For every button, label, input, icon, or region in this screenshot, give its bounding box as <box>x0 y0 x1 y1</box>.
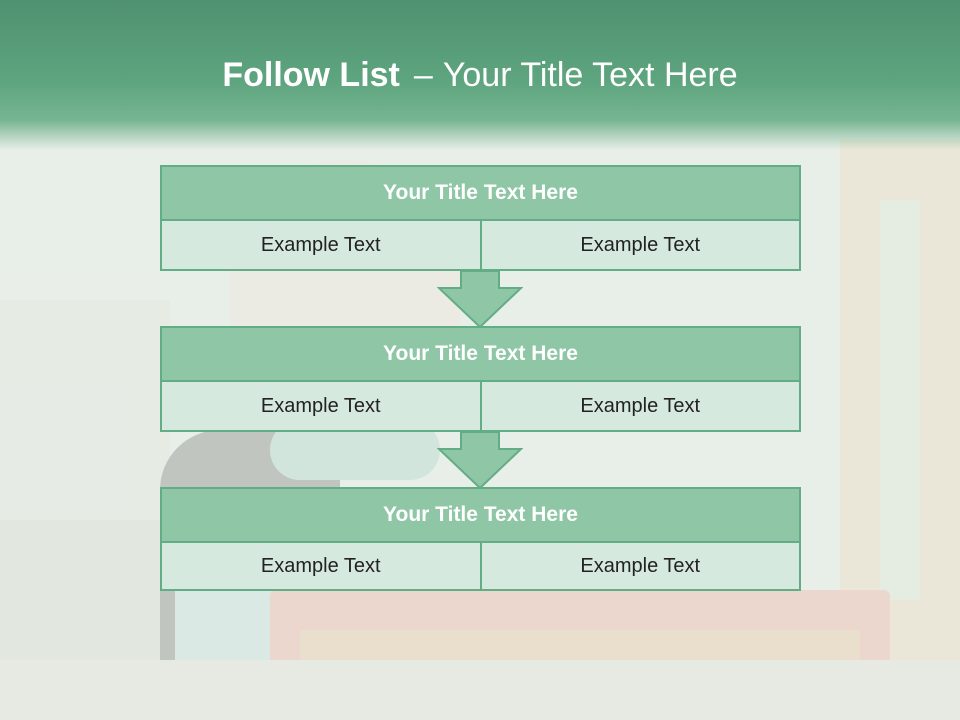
slide-title-text: Your Title Text Here <box>442 56 738 94</box>
block-1-right-cell: Example Text <box>479 221 800 269</box>
block-row-3: Example Text Example Text <box>160 543 801 591</box>
list-block-2: Your Title Text Here Example Text Exampl… <box>160 326 801 432</box>
block-title-1: Your Title Text Here <box>160 165 801 221</box>
slide-title: Follow List–Your Title Text Here <box>0 52 960 98</box>
block-3-right-cell: Example Text <box>479 543 800 589</box>
slide-title-separator: – <box>413 56 433 94</box>
down-arrow-icon-2 <box>437 431 523 489</box>
slide-title-bold: Follow List <box>222 56 400 94</box>
block-title-3: Your Title Text Here <box>160 487 801 543</box>
block-3-left-cell: Example Text <box>260 554 381 577</box>
block-row-2: Example Text Example Text <box>160 382 801 432</box>
block-2-left-cell: Example Text <box>260 394 381 417</box>
block-1-left-cell: Example Text <box>260 233 381 256</box>
block-2-right-cell: Example Text <box>479 382 800 430</box>
down-arrow-icon-1 <box>437 270 523 328</box>
block-row-1: Example Text Example Text <box>160 221 801 271</box>
list-block-1: Your Title Text Here Example Text Exampl… <box>160 165 801 271</box>
list-block-3: Your Title Text Here Example Text Exampl… <box>160 487 801 591</box>
block-title-2: Your Title Text Here <box>160 326 801 382</box>
title-bar: Follow List–Your Title Text Here <box>0 0 960 150</box>
